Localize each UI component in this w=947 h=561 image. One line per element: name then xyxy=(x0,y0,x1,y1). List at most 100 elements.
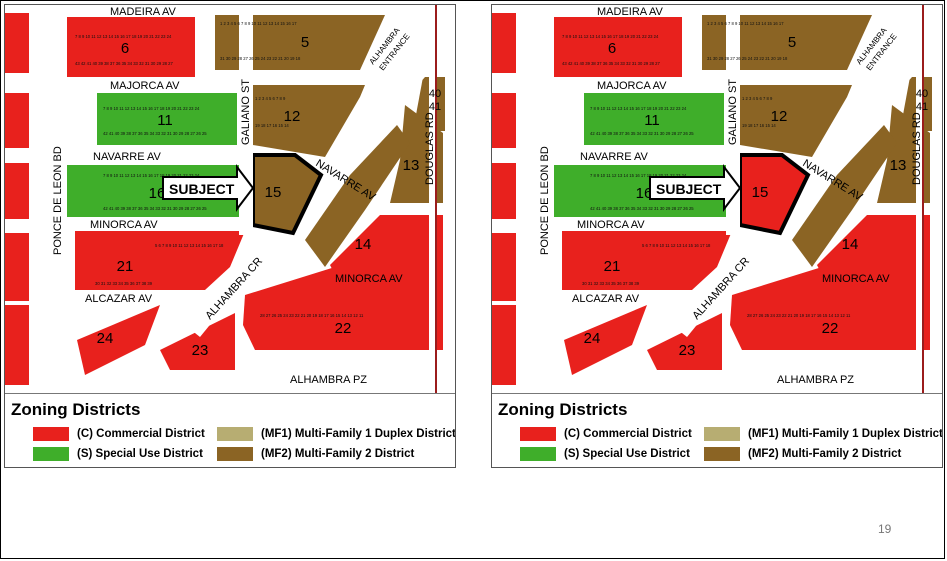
svg-text:1 2 3 4 5 6 7 8 9 10 11 12 13: 1 2 3 4 5 6 7 8 9 10 11 12 13 14 15 16 1… xyxy=(707,21,784,26)
svg-text:7 8 9 10 11 12 13 14 15 16 17: 7 8 9 10 11 12 13 14 15 16 17 18 19 20 2… xyxy=(103,173,200,178)
block-label-12: 12 xyxy=(771,108,788,125)
block-22 xyxy=(243,267,443,350)
block-21 xyxy=(562,231,732,290)
street-navarre: NAVARRE AV xyxy=(93,151,162,163)
block-label-6: 6 xyxy=(608,40,616,57)
block-left-strip-1 xyxy=(492,13,516,73)
svg-text:43 42 41 40 39 38 37 36 35 34: 43 42 41 40 39 38 37 36 35 34 33 32 31 3… xyxy=(75,61,173,66)
legend-label-special: (S) Special Use District xyxy=(564,448,690,460)
block-12 xyxy=(253,85,365,157)
legend-swatch-commercial xyxy=(33,427,69,441)
block-left-strip-3 xyxy=(5,160,29,220)
block-label-5: 5 xyxy=(788,34,796,51)
block-label-15: 15 xyxy=(752,184,769,201)
block-diagonal-mf2 xyxy=(792,125,897,267)
block-left-strip-4 xyxy=(5,233,29,301)
svg-text:19 18 17 16 15 14: 19 18 17 16 15 14 xyxy=(255,123,289,128)
legend-label-commercial: (C) Commercial District xyxy=(77,428,205,440)
block-left-strip-2 xyxy=(492,93,516,148)
street-alhambra-pz: ALHAMBRA PZ xyxy=(777,374,854,386)
block-label-11: 11 xyxy=(157,112,173,129)
street-douglas: DOUGLAS RD xyxy=(911,112,923,185)
block-label-21: 21 xyxy=(117,258,134,275)
legend-label-mf1: (MF1) Multi-Family 1 Duplex District xyxy=(748,428,943,440)
street-madeira: MADEIRA AV xyxy=(597,6,663,18)
street-alhambra-pz: ALHAMBRA PZ xyxy=(290,374,367,386)
svg-text:28 27 26 25 24 23 22 21 20 19: 28 27 26 25 24 23 22 21 20 19 18 17 16 1… xyxy=(260,313,364,318)
legend-label-mf1: (MF1) Multi-Family 1 Duplex District xyxy=(261,428,456,440)
block-21 xyxy=(75,231,245,290)
legend-swatch-commercial xyxy=(520,427,556,441)
legend-item-special: (S) Special Use District xyxy=(33,447,203,461)
zoning-map: 7 8 9 10 11 12 13 14 15 16 17 18 19 20 2… xyxy=(5,5,455,393)
svg-text:31 30 29 28 27 26 25 24 23 22: 31 30 29 28 27 26 25 24 23 22 21 20 19 1… xyxy=(707,56,788,61)
block-24 xyxy=(564,305,647,375)
block-5 xyxy=(702,15,872,70)
block-label-41: 41 xyxy=(429,101,441,113)
zoning-panel-proposed: 7 8 9 10 11 12 13 14 15 16 17 18 19 20 2… xyxy=(491,4,943,468)
block-22 xyxy=(730,267,930,350)
svg-text:7 8 9 10 11 12 13 14 15 16 17: 7 8 9 10 11 12 13 14 15 16 17 18 19 20 2… xyxy=(103,106,200,111)
block-23 xyxy=(160,313,235,370)
legend-swatch-mf2 xyxy=(217,447,253,461)
block-label-15: 15 xyxy=(265,184,282,201)
street-minorca: MINORCA AV xyxy=(90,219,158,231)
legend-title: Zoning Districts xyxy=(498,400,628,419)
street-minorca: MINORCA AV xyxy=(577,219,645,231)
legend-swatch-special xyxy=(33,447,69,461)
svg-text:5 6 7 8 9 10 11 12 13 14 15 16: 5 6 7 8 9 10 11 12 13 14 15 16 17 18 xyxy=(642,243,711,248)
svg-text:7 8 9 10 11 12 13 14 15 16 17: 7 8 9 10 11 12 13 14 15 16 17 18 19 20 2… xyxy=(590,106,687,111)
street-alcazar: ALCAZAR AV xyxy=(572,293,640,305)
block-label-14: 14 xyxy=(842,236,859,253)
legend-label-mf2: (MF2) Multi-Family 2 District xyxy=(748,448,902,460)
block-label-12: 12 xyxy=(284,108,301,125)
block-left-strip-5 xyxy=(492,305,516,385)
block-label-16: 16 xyxy=(149,185,166,202)
legend-label-commercial: (C) Commercial District xyxy=(564,428,692,440)
street-majorca: MAJORCA AV xyxy=(597,80,667,92)
legend-item-mf2: (MF2) Multi-Family 2 District xyxy=(217,447,414,461)
block-label-23: 23 xyxy=(679,342,696,359)
svg-text:30 31 32 33 34 35 36 37 38 39: 30 31 32 33 34 35 36 37 38 39 xyxy=(95,281,153,286)
block-label-13: 13 xyxy=(890,157,907,174)
block-label-24: 24 xyxy=(97,330,114,347)
legend-swatch-special xyxy=(520,447,556,461)
legend-item-mf1: (MF1) Multi-Family 1 Duplex District xyxy=(704,427,943,441)
block-label-6: 6 xyxy=(121,40,129,57)
legend-label-mf2: (MF2) Multi-Family 2 District xyxy=(261,448,415,460)
subject-arrow: SUBJECT xyxy=(162,164,255,212)
svg-text:7 8 9 10 11 12 13 14 15 16 17: 7 8 9 10 11 12 13 14 15 16 17 18 19 20 2… xyxy=(562,34,659,39)
svg-text:42 41 40 39 38 37 36 35 34 33: 42 41 40 39 38 37 36 35 34 33 32 31 30 2… xyxy=(590,131,694,136)
zoning-panel-existing: 7 8 9 10 11 12 13 14 15 16 17 18 19 20 2… xyxy=(4,4,456,468)
street-galiano: GALIANO ST xyxy=(240,79,252,145)
block-left-strip-2 xyxy=(5,93,29,148)
block-label-41: 41 xyxy=(916,101,928,113)
zoning-map-svg: 7 8 9 10 11 12 13 14 15 16 17 18 19 20 2… xyxy=(5,5,455,393)
svg-text:42 41 40 39 38 37 36 35 34 33: 42 41 40 39 38 37 36 35 34 33 32 31 30 2… xyxy=(103,206,207,211)
block-5 xyxy=(215,15,385,70)
svg-text:7 8 9 10 11 12 13 14 15 16 17: 7 8 9 10 11 12 13 14 15 16 17 18 19 20 2… xyxy=(590,173,687,178)
block-left-strip-5 xyxy=(5,305,29,385)
subject-label: SUBJECT xyxy=(656,181,722,197)
legend-swatch-mf1 xyxy=(704,427,740,441)
block-label-11: 11 xyxy=(644,112,660,129)
block-label-23: 23 xyxy=(192,342,209,359)
legend-item-special: (S) Special Use District xyxy=(520,447,690,461)
svg-text:1 2 3 4 5 6 7 8 9: 1 2 3 4 5 6 7 8 9 xyxy=(255,96,286,101)
block-6 xyxy=(554,17,682,77)
block-label-40: 40 xyxy=(429,88,441,100)
svg-text:42 41 40 39 38 37 36 35 34 33: 42 41 40 39 38 37 36 35 34 33 32 31 30 2… xyxy=(103,131,207,136)
street-galiano: GALIANO ST xyxy=(727,79,739,145)
zoning-map-svg: 7 8 9 10 11 12 13 14 15 16 17 18 19 20 2… xyxy=(492,5,942,393)
svg-text:31 30 29 28 27 26 25 24 23 22: 31 30 29 28 27 26 25 24 23 22 21 20 19 1… xyxy=(220,56,301,61)
street-ponce-de-leon: PONCE DE LEON BD xyxy=(539,146,551,255)
zoning-legend: Zoning Districts (C) Commercial District… xyxy=(5,393,456,467)
street-minorca-right: MINORCA AV xyxy=(335,273,403,285)
block-label-21: 21 xyxy=(604,258,621,275)
street-ponce-de-leon: PONCE DE LEON BD xyxy=(52,146,64,255)
svg-text:1 2 3 4 5 6 7 8 9 10 11 12 13: 1 2 3 4 5 6 7 8 9 10 11 12 13 14 15 16 1… xyxy=(220,21,297,26)
legend-item-mf1: (MF1) Multi-Family 1 Duplex District xyxy=(217,427,456,441)
street-madeira: MADEIRA AV xyxy=(110,6,176,18)
block-diagonal-mf2 xyxy=(305,125,410,267)
